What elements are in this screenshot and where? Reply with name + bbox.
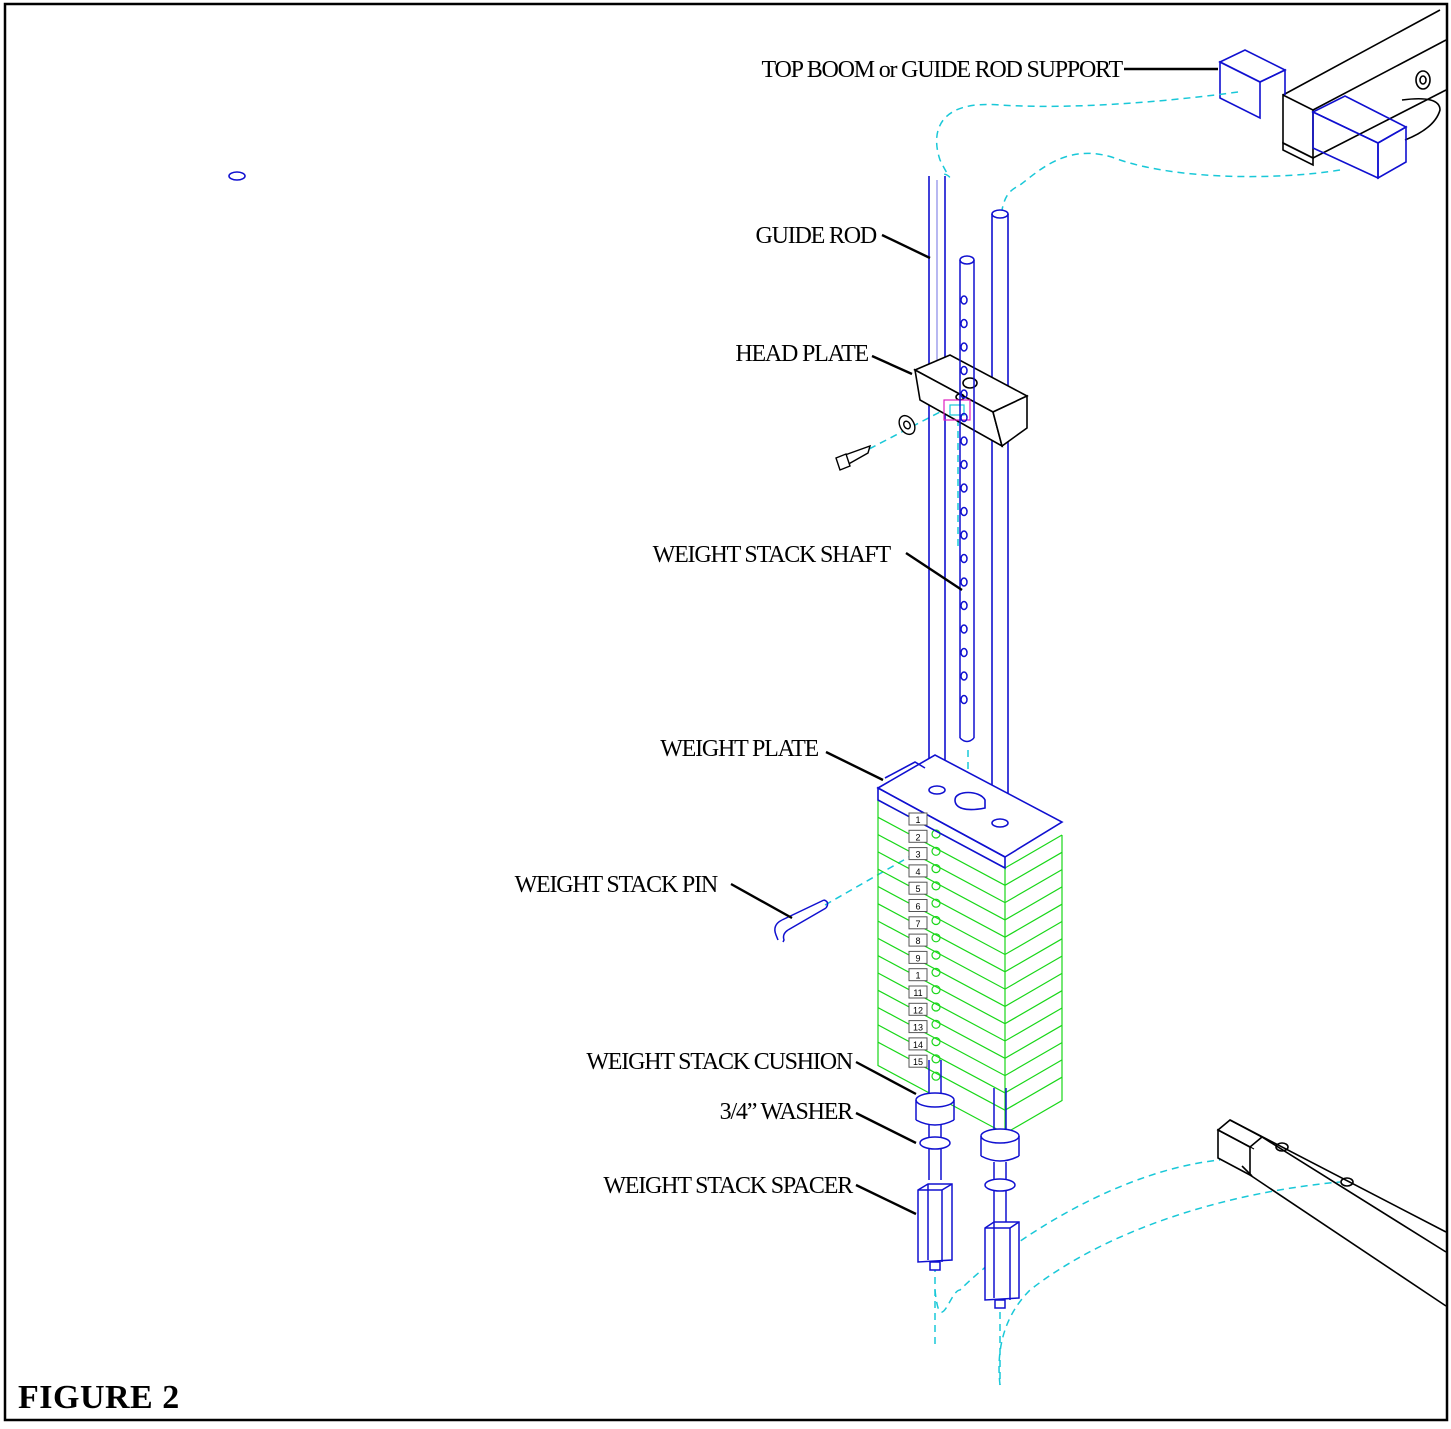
shaft-hole bbox=[960, 389, 968, 399]
plate-pin-hole bbox=[931, 1019, 941, 1029]
shaft-hole bbox=[960, 671, 968, 681]
assembly-guide-lines bbox=[824, 91, 1341, 1386]
shaft-hole bbox=[960, 624, 968, 634]
shaft-hole bbox=[960, 365, 968, 376]
plate-number-tag bbox=[908, 950, 928, 964]
plate-pin-hole bbox=[931, 846, 941, 856]
label-weight-stack-cushion: WEIGHT STACK CUSHION bbox=[586, 1049, 852, 1075]
plate-pin-hole bbox=[931, 915, 941, 926]
top-boom bbox=[1218, 9, 1447, 180]
plate-number: 14 bbox=[913, 1040, 923, 1050]
base-rail bbox=[1216, 1119, 1447, 1307]
weight-plate-top bbox=[876, 754, 1064, 870]
plate-number: 9 bbox=[915, 953, 920, 963]
plate-number: 13 bbox=[913, 1023, 923, 1033]
plate-number: 1 bbox=[915, 815, 920, 825]
label-washer: 3/4” WASHER bbox=[720, 1099, 854, 1125]
label-top-boom: TOP BOOM or GUIDE ROD SUPPORT bbox=[762, 57, 1124, 83]
plate-number: 4 bbox=[915, 867, 920, 877]
head-plate-bolt bbox=[835, 414, 916, 471]
plate-pin-hole bbox=[931, 1036, 941, 1047]
plate-number: 12 bbox=[913, 1005, 923, 1015]
leader-lines bbox=[730, 67, 1218, 1216]
plate-number-tag bbox=[908, 1037, 928, 1051]
plate-number-tag bbox=[908, 1002, 928, 1016]
plate-number: 1 bbox=[915, 971, 920, 981]
weight-stack-shaft bbox=[959, 255, 975, 743]
weight-stack-pin bbox=[774, 899, 829, 943]
label-weight-stack-spacer: WEIGHT STACK SPACER bbox=[603, 1173, 853, 1199]
plate-number: 15 bbox=[913, 1057, 923, 1067]
plate-number-tag bbox=[908, 968, 928, 982]
plate-pin-hole bbox=[931, 898, 941, 908]
shaft-hole bbox=[960, 553, 968, 564]
guide-rods bbox=[228, 171, 1009, 823]
shaft-hole bbox=[960, 577, 968, 587]
plate-number-tag bbox=[908, 847, 928, 861]
right-rod-lower bbox=[980, 1088, 1020, 1309]
page-border bbox=[3, 2, 1449, 1422]
shaft-hole bbox=[960, 436, 968, 446]
shaft-hole bbox=[960, 530, 968, 540]
plate-number-tag bbox=[908, 899, 928, 912]
label-weight-stack-shaft: WEIGHT STACK SHAFT bbox=[653, 542, 892, 568]
left-rod-lower bbox=[915, 1060, 955, 1271]
plate-number: 3 bbox=[915, 850, 920, 860]
plate-pin-hole bbox=[931, 863, 941, 874]
plate-number-tag bbox=[908, 812, 928, 826]
plate-number-tag bbox=[908, 1054, 928, 1068]
plate-pin-hole bbox=[931, 985, 941, 995]
label-weight-plate: WEIGHT PLATE bbox=[660, 736, 818, 762]
plate-number: 8 bbox=[915, 936, 920, 946]
shaft-hole bbox=[960, 318, 968, 329]
plate-pin-hole bbox=[931, 1054, 941, 1064]
plate-number: 2 bbox=[915, 832, 920, 842]
plate-pin-hole bbox=[931, 1002, 941, 1012]
shaft-hole bbox=[960, 506, 968, 517]
label-weight-stack-pin: WEIGHT STACK PIN bbox=[515, 872, 718, 898]
shaft-hole bbox=[960, 600, 968, 611]
plate-pin-hole bbox=[931, 933, 941, 943]
shaft-hole bbox=[960, 459, 968, 470]
plate-number-tag bbox=[908, 829, 928, 843]
shaft-hole bbox=[960, 647, 968, 658]
plate-number-tag bbox=[908, 1020, 928, 1034]
shaft-hole bbox=[960, 295, 968, 305]
plate-number-tag bbox=[908, 933, 928, 947]
label-head-plate: HEAD PLATE bbox=[735, 341, 868, 367]
shaft-hole bbox=[960, 342, 968, 352]
plate-pin-hole bbox=[931, 967, 941, 978]
part-labels: TOP BOOM or GUIDE ROD SUPPORT GUIDE ROD … bbox=[515, 57, 1125, 1199]
plate-number: 6 bbox=[915, 902, 920, 912]
head-plate bbox=[913, 354, 1029, 448]
shaft-hole bbox=[960, 412, 968, 423]
plate-number-tag bbox=[908, 881, 928, 895]
plate-number: 5 bbox=[915, 884, 920, 894]
shaft-hole bbox=[960, 694, 968, 705]
plate-pin-hole bbox=[931, 1071, 941, 1081]
figure-title: FIGURE 2 bbox=[18, 1379, 180, 1416]
plate-number-tag bbox=[908, 985, 928, 999]
plate-pin-hole bbox=[931, 881, 941, 891]
plate-number-tag bbox=[908, 916, 928, 930]
label-guide-rod: GUIDE ROD bbox=[755, 223, 876, 249]
plate-number-tag bbox=[908, 864, 928, 878]
plate-pin-hole bbox=[931, 950, 941, 960]
plate-number: 11 bbox=[913, 988, 922, 998]
shaft-hole bbox=[960, 483, 968, 493]
plate-number: 7 bbox=[915, 919, 920, 929]
